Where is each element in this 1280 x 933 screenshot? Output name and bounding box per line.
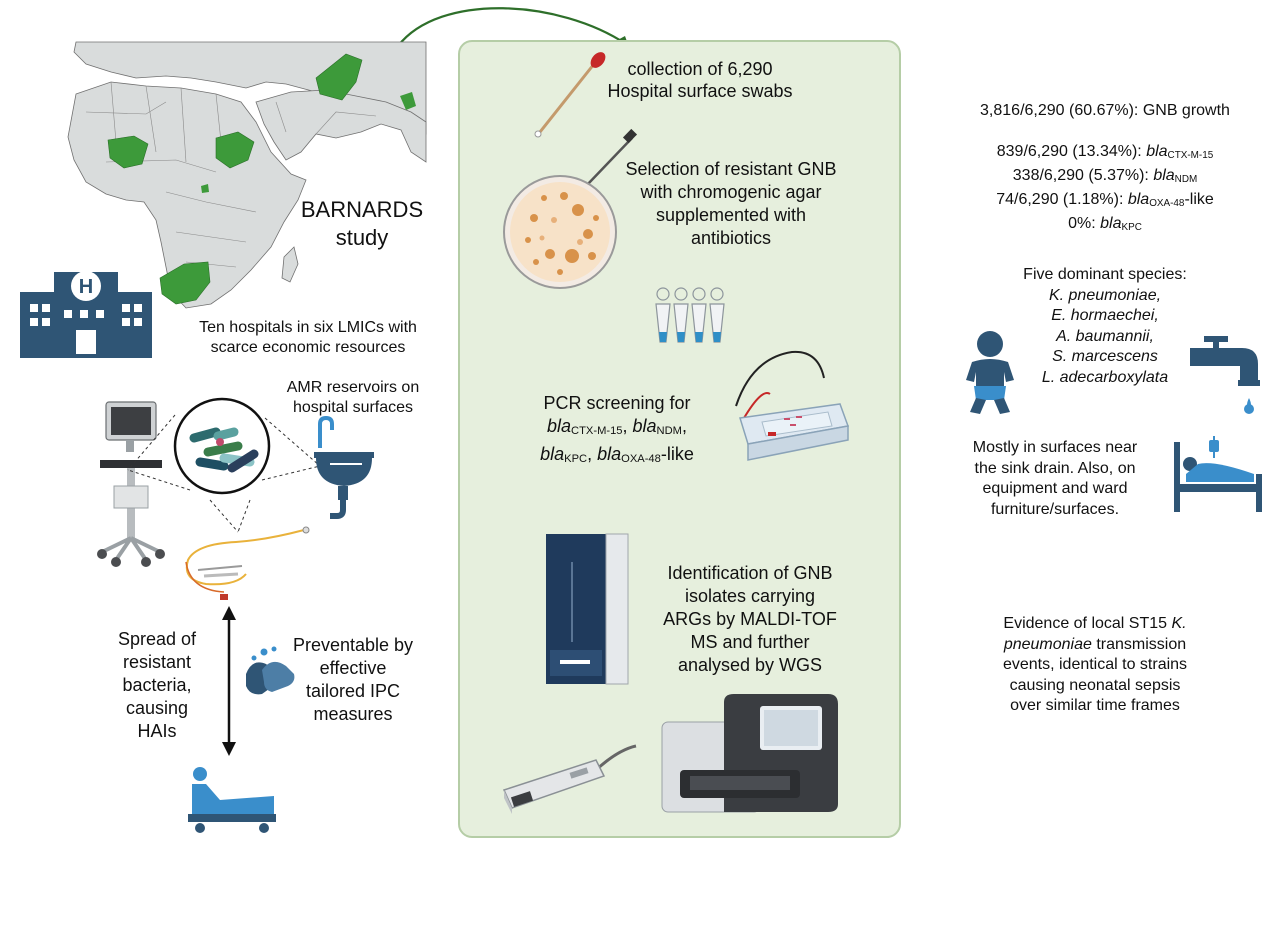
reservoirs-text: AMR reservoirs on hospital surfaces bbox=[286, 379, 420, 416]
gnb-growth-text: 3,816/6,290 (60.67%): GNB growth bbox=[980, 102, 1230, 119]
pcr-tubes-icon bbox=[655, 287, 725, 343]
maldi-tof-icon bbox=[546, 533, 629, 685]
svg-text:H: H bbox=[79, 276, 93, 298]
pcr-text: PCR screening for blaCTX-M-15, blaNDM, b… bbox=[540, 393, 694, 466]
flowcell-icon bbox=[502, 744, 637, 814]
selection-text: Selection of resistant GNB with chromoge… bbox=[625, 159, 837, 248]
swab-icon bbox=[534, 52, 606, 138]
rwanda-highlight bbox=[201, 184, 209, 193]
catheter-icon bbox=[185, 526, 310, 600]
double-arrow-icon bbox=[222, 606, 236, 756]
preventable-text: Preventable by effective tailored IPC me… bbox=[292, 635, 414, 724]
hospital-bed-patient-icon bbox=[1174, 436, 1262, 512]
handwashing-icon bbox=[246, 646, 295, 695]
nigeria-highlight bbox=[107, 135, 149, 169]
species-text: Five dominant species: K. pneumoniae, E.… bbox=[1023, 266, 1187, 386]
evidence-text: Evidence of local ST15 K. pneumoniae tra… bbox=[1002, 615, 1188, 714]
ethiopia-highlight bbox=[215, 131, 255, 169]
surfaces-text: Mostly in surfaces near the sink drain. … bbox=[972, 439, 1138, 518]
patient-bed-icon bbox=[188, 767, 276, 833]
petri-dish-icon bbox=[503, 128, 638, 289]
africa-asia-map bbox=[67, 41, 427, 309]
tap-icon bbox=[1190, 336, 1260, 414]
computer-cart-icon bbox=[97, 401, 165, 567]
bacteria-magnifier-icon bbox=[173, 397, 271, 495]
hospitals-text: Ten hospitals in six LMICs with scarce e… bbox=[199, 319, 417, 356]
bangladesh-highlight bbox=[400, 92, 416, 110]
collection-text: collection of 6,290 Hospital surface swa… bbox=[607, 59, 793, 101]
gel-electrophoresis-icon bbox=[735, 350, 850, 461]
baby-icon bbox=[966, 331, 1014, 414]
study-title: BARNARDS study bbox=[300, 197, 424, 250]
south-africa-highlight bbox=[159, 261, 211, 305]
hospital-icon: H bbox=[20, 271, 152, 358]
sequencer-icon bbox=[661, 694, 838, 813]
pakistan-highlight bbox=[315, 53, 363, 101]
spread-text: Spread of resistant bacteria, causing HA… bbox=[117, 629, 197, 741]
identification-text: Identification of GNB isolates carrying … bbox=[663, 563, 837, 675]
genes-stats: 839/6,290 (13.34%): blaCTX-M-15 338/6,29… bbox=[996, 143, 1214, 233]
sink-icon bbox=[314, 415, 374, 519]
